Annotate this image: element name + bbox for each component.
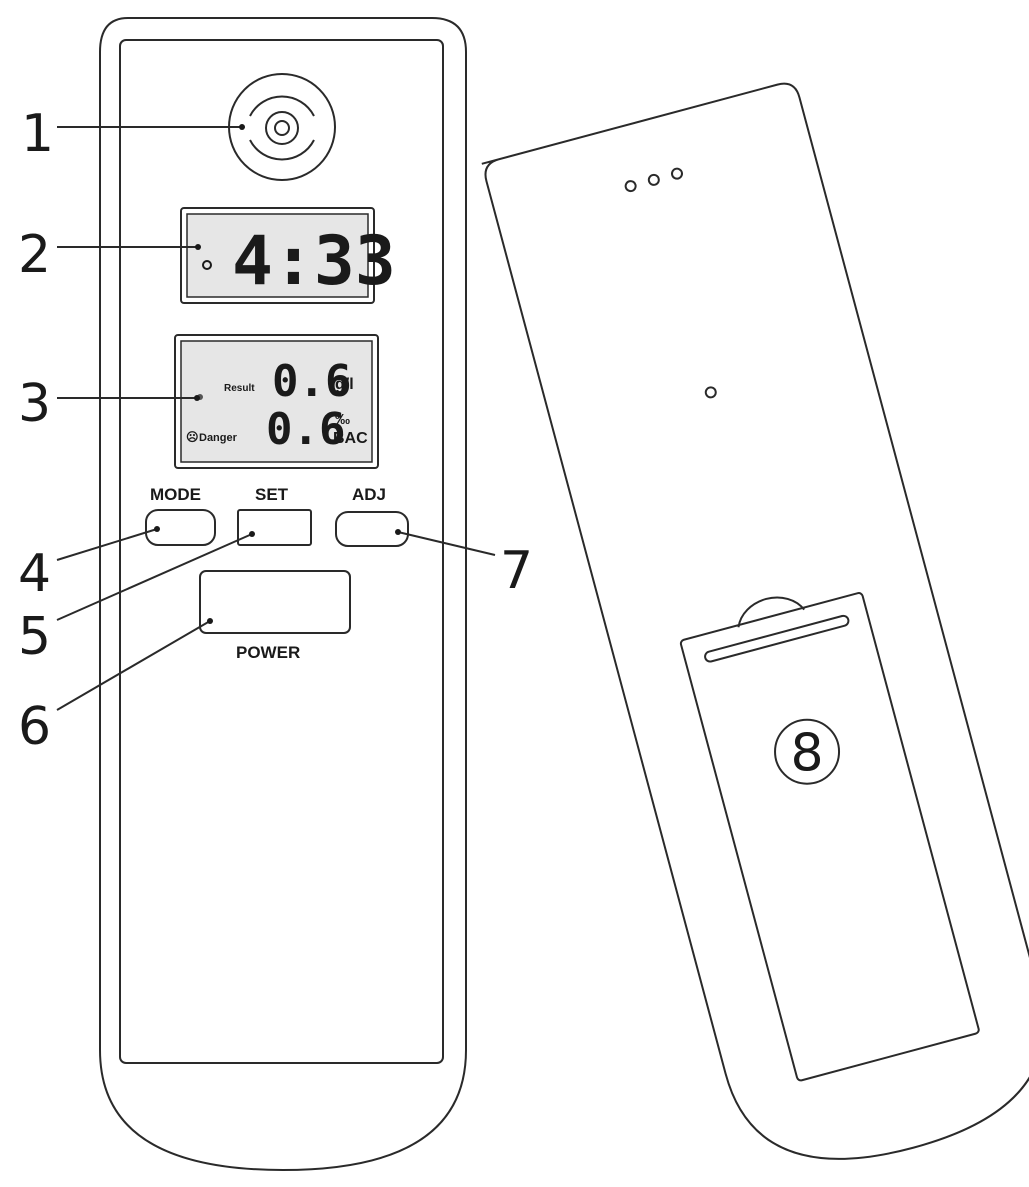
front-device-body [99,17,467,1172]
result-unit-permille: ‰ [335,411,350,428]
battery-cover-tab [737,596,805,628]
adj-button[interactable] [335,511,409,547]
callout-7: 7 [500,541,533,601]
result-lcd: Result 0.6 g/l ☹ Danger 0.6 ‰ BAC [174,334,379,469]
clock-time: 4:33 [232,222,396,301]
speaker-hole-1 [624,180,637,193]
callout-8: 8 [774,718,841,785]
callout-5: 5 [18,607,51,667]
back-device-body [481,82,1029,1160]
danger-label: Danger [199,432,238,444]
speaker-hole-2 [647,173,660,186]
breath-sensor [228,73,336,181]
back-hole [704,386,717,399]
danger-icon: ☹ [186,430,199,444]
set-button[interactable] [237,509,312,546]
callout-4: 4 [18,544,51,604]
mode-button[interactable] [145,509,216,546]
front-device-inner-panel [119,39,444,1064]
adj-button-label: ADJ [352,485,386,504]
svg-text:8: 8 [790,724,823,784]
front-device: 4:33 Result 0.6 g/l ☹ Danger 0.6 ‰ BAC M… [99,17,467,1172]
power-button[interactable] [199,570,351,634]
callout-2: 2 [18,225,51,285]
callout-1: 1 [21,104,54,164]
callouts: 1 2 3 4 5 6 7 [18,104,533,757]
battery-cover-slot [704,614,850,663]
battery-cover [679,592,980,1082]
mode-button-label: MODE [150,485,201,504]
result-unit-top: g/l [335,376,354,393]
result-value-bottom: 0.6 [266,404,345,455]
speaker-hole-3 [670,167,683,180]
clock-lcd: 4:33 [180,207,396,304]
result-unit-bac: BAC [333,430,368,447]
clock-icon [202,260,212,270]
power-button-label: POWER [236,643,300,662]
result-value-top: 0.6 [272,356,351,407]
result-label: Result [224,383,255,394]
callout-6: 6 [18,697,51,757]
callout-3: 3 [18,374,51,434]
back-device: 8 [481,82,1029,1160]
set-button-label: SET [255,485,289,504]
